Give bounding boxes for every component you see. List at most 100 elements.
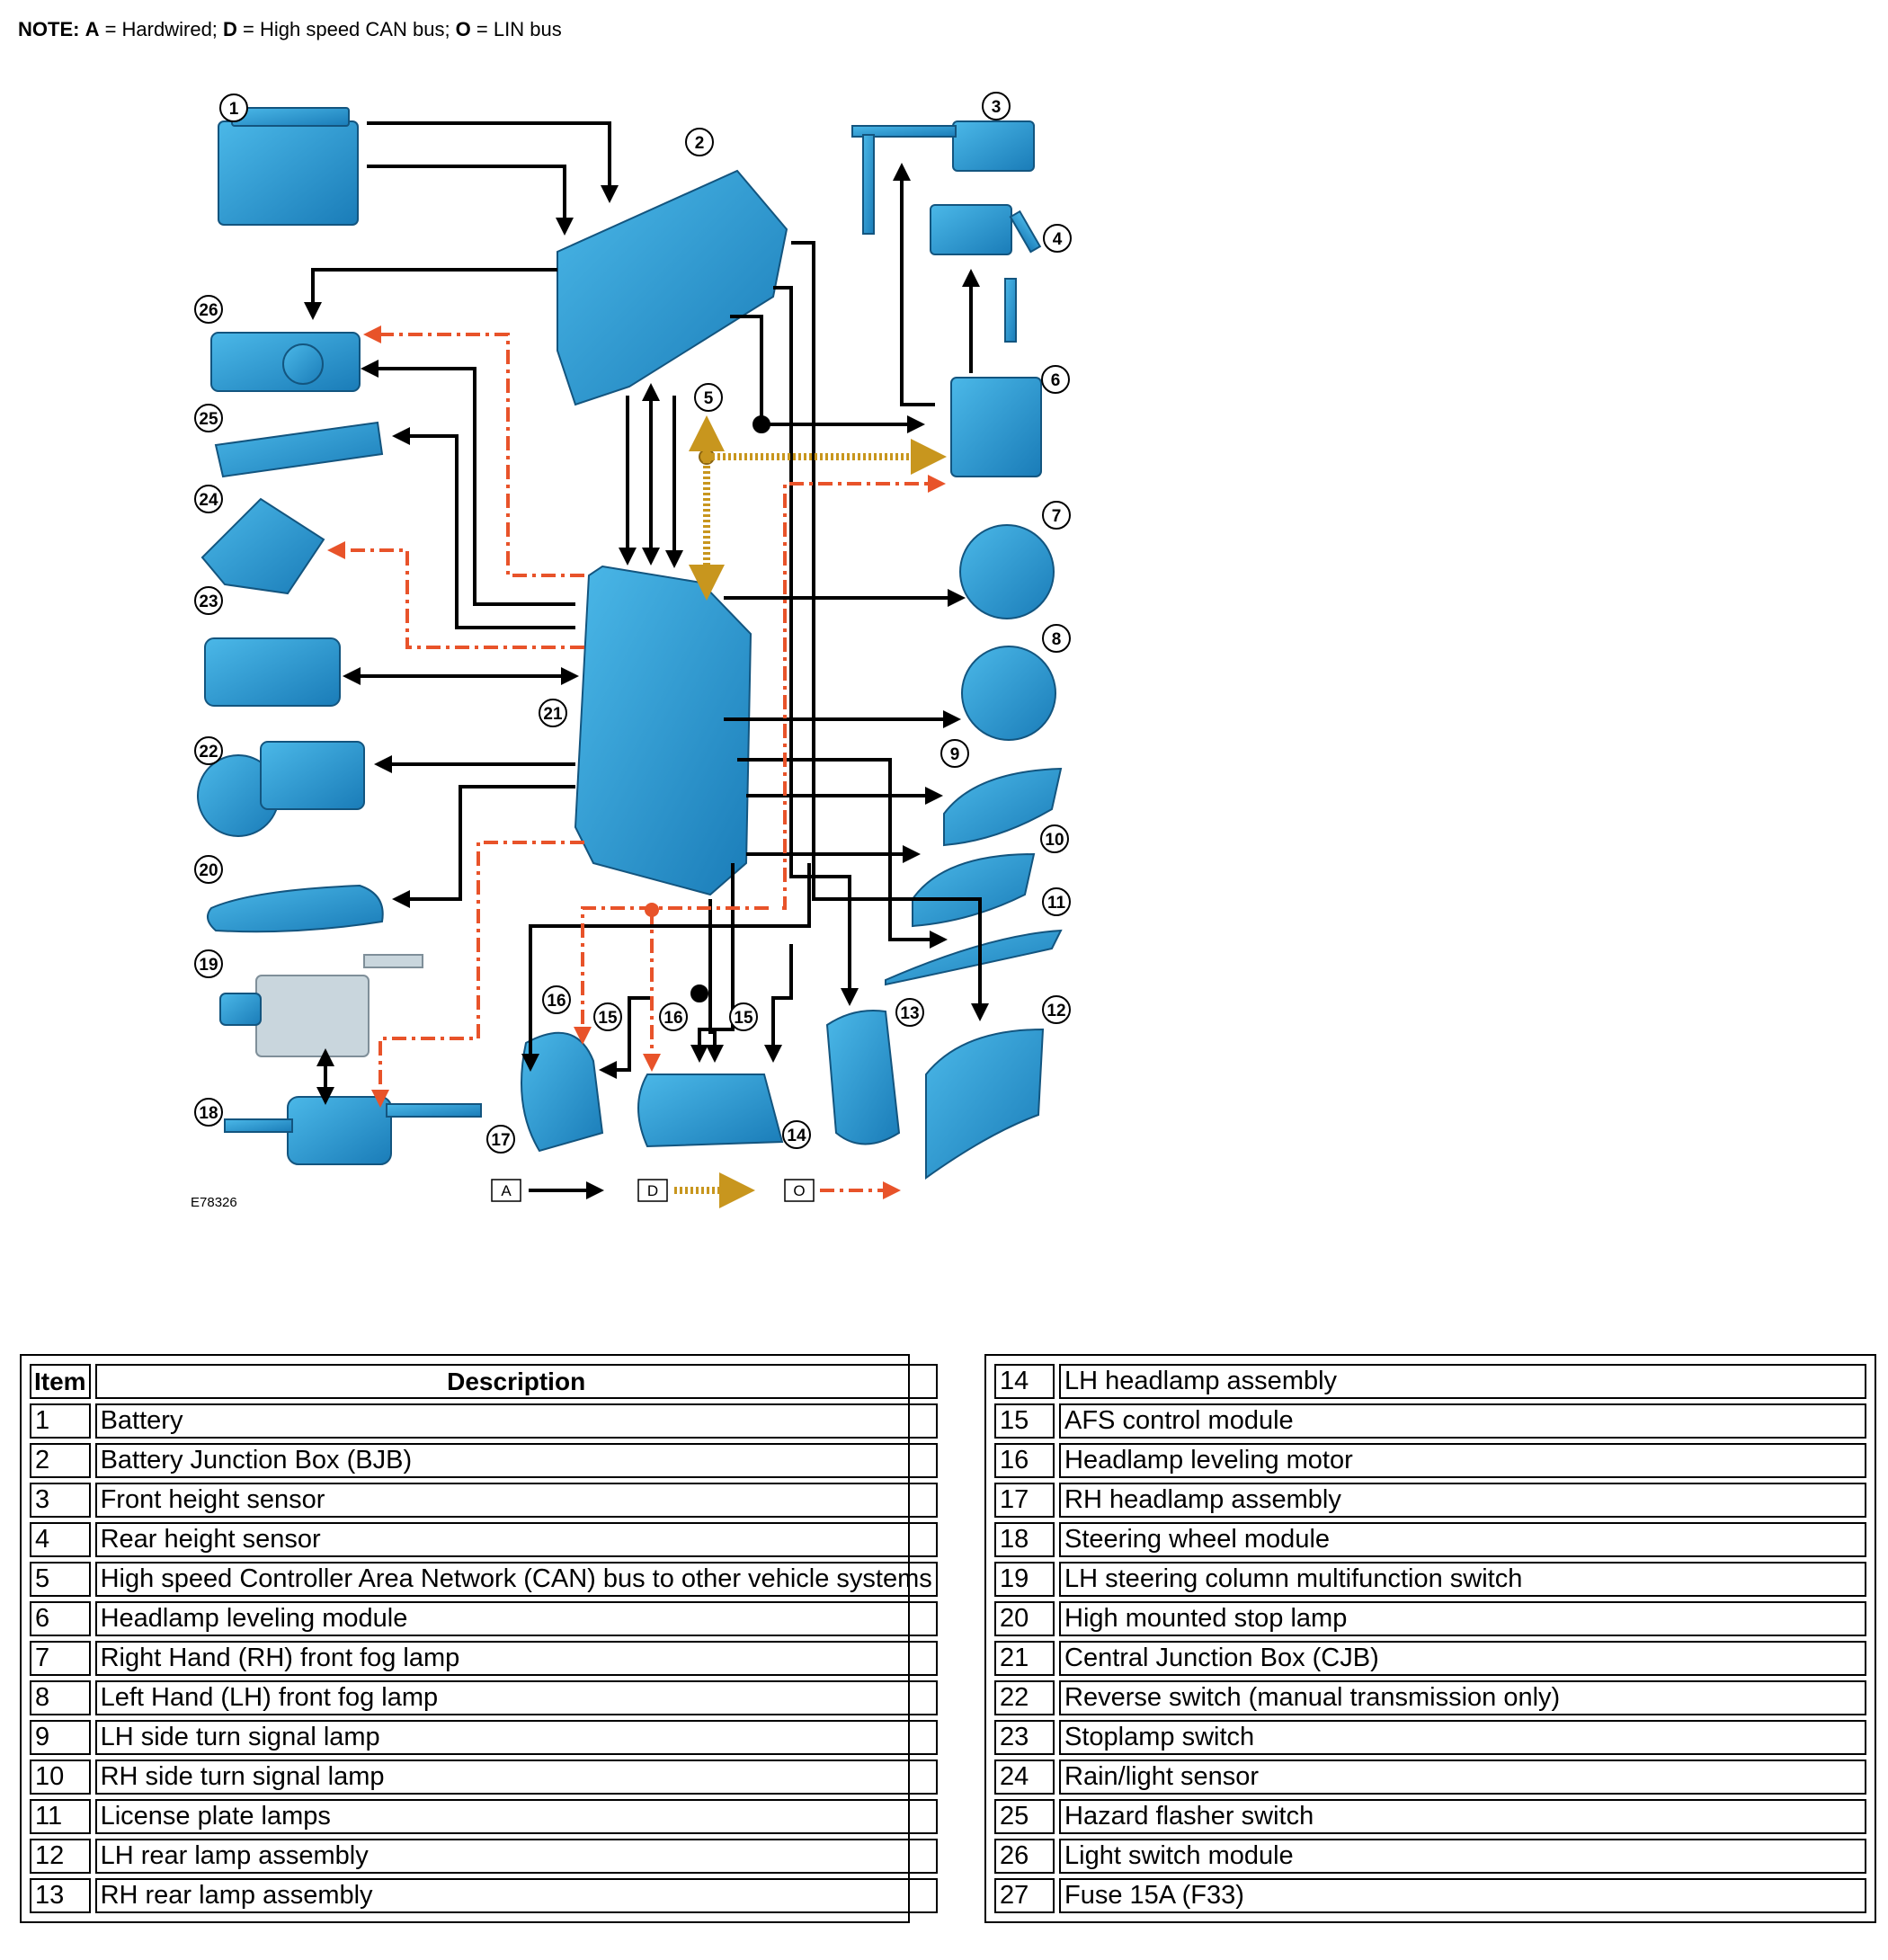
item-description-cell: Right Hand (RH) front fog lamp: [94, 1641, 938, 1676]
item-description-cell: RH side turn signal lamp: [94, 1760, 938, 1795]
item-number-cell: 27: [994, 1878, 1055, 1913]
callout-badge: 24: [194, 485, 223, 513]
note-text-o: = LIN bus: [470, 18, 562, 40]
callout-badge: 2: [685, 128, 714, 156]
item-description-cell: Left Hand (LH) front fog lamp: [94, 1680, 938, 1715]
wire-cjb-afs-a: [690, 863, 735, 1063]
item-number-cell: 10: [30, 1760, 91, 1795]
callout-badge: 25: [194, 404, 223, 432]
item-description-cell: License plate lamps: [94, 1799, 938, 1834]
lh-rear-lamp-component: [925, 1028, 1045, 1180]
wire-cjb-light-switch: [361, 360, 575, 606]
item-number-cell: 8: [30, 1680, 91, 1715]
lh-headlamp-component: [637, 1074, 784, 1148]
item-description-cell: Light switch module: [1059, 1839, 1866, 1874]
item-number-cell: 21: [994, 1641, 1055, 1676]
callout-badge: 11: [1042, 887, 1071, 916]
rh-front-fog-lamp-component: [959, 524, 1055, 619]
callout-badge: 13: [895, 998, 924, 1027]
callout-number: 20: [199, 861, 218, 880]
callout-badge: 3: [982, 92, 1011, 120]
callout-badge: 16: [542, 985, 571, 1014]
callout-number: 5: [704, 389, 714, 408]
lin-cjb-rain-sensor: [327, 541, 584, 649]
cjb-component: [574, 565, 753, 896]
item-description-cell: AFS control module: [1059, 1403, 1866, 1439]
note-label: NOTE:: [18, 18, 80, 40]
headlamp-leveling-module-component: [950, 377, 1042, 477]
callout-badge: 18: [194, 1098, 223, 1127]
item-number-cell: 6: [30, 1601, 91, 1636]
legend-key-d: D: [647, 1182, 658, 1199]
lin-cjb-light-switch: [363, 325, 584, 577]
lin-lines: [327, 325, 946, 1108]
lin-hlm-cjb: [782, 475, 946, 910]
note-line: NOTE: A = Hardwired; D = High speed CAN …: [18, 18, 562, 41]
junction-dot: [645, 903, 659, 917]
callout-badge: 15: [593, 1002, 622, 1031]
item-number-cell: 26: [994, 1839, 1055, 1874]
rear-height-sensor-component: [930, 204, 1042, 343]
callout-badge: 17: [486, 1125, 515, 1154]
note-text-a: = Hardwired;: [99, 18, 224, 40]
table-header-row: Item Description: [30, 1364, 938, 1399]
legend-hardwired: A: [491, 1179, 604, 1202]
item-description-cell: Central Junction Box (CJB): [1059, 1641, 1866, 1676]
callout-number: 1: [229, 100, 239, 119]
note-text-d: = High speed CAN bus;: [236, 18, 456, 40]
item-number-cell: 13: [30, 1878, 91, 1913]
callout-number: 23: [199, 592, 218, 611]
note-key-o: O: [455, 18, 471, 40]
wire-battery-bjb-a: [367, 121, 619, 203]
item-description-cell: Fuse 15A (F33): [1059, 1878, 1866, 1913]
junction-dot: [753, 415, 770, 433]
bjb-component: [557, 169, 788, 406]
item-number-cell: 17: [994, 1483, 1055, 1518]
item-description-cell: Battery Junction Box (BJB): [94, 1443, 938, 1478]
wire-cjb-headlamp-motor: [599, 996, 652, 1079]
item-number-cell: 11: [30, 1799, 91, 1834]
callout-badge: 5: [694, 383, 723, 412]
item-number-cell: 2: [30, 1443, 91, 1478]
item-number-cell: 25: [994, 1799, 1055, 1834]
figure-reference: E78326: [191, 1195, 237, 1210]
item-description-cell: LH steering column multifunction switch: [1059, 1562, 1866, 1597]
wire-cjb-lh-headlamp: [764, 944, 793, 1063]
callout-badge: 7: [1042, 501, 1071, 530]
item-description-cell: Front height sensor: [94, 1483, 938, 1518]
callout-badge: 20: [194, 855, 223, 884]
item-number-cell: 9: [30, 1720, 91, 1755]
front-height-sensor-component: [851, 120, 1035, 235]
item-number-cell: 18: [994, 1522, 1055, 1557]
callout-badge: 23: [194, 586, 223, 615]
rh-rear-lamp-component: [825, 1010, 901, 1145]
item-number-cell: 24: [994, 1760, 1055, 1795]
callout-badge: 4: [1043, 224, 1072, 253]
callout-number: 4: [1053, 230, 1063, 249]
callout-badge: 22: [194, 736, 223, 765]
steering-wheel-module-component: [224, 1096, 482, 1165]
callout-badge: 15: [729, 1002, 758, 1031]
wire-bjb-rh-rear: [773, 286, 859, 1006]
callout-number: 8: [1052, 630, 1062, 649]
item-number-cell: 3: [30, 1483, 91, 1518]
wiring-diagram: 1234567891011121314151516161718192021222…: [191, 92, 1072, 1210]
item-description-cell: Rain/light sensor: [1059, 1760, 1866, 1795]
